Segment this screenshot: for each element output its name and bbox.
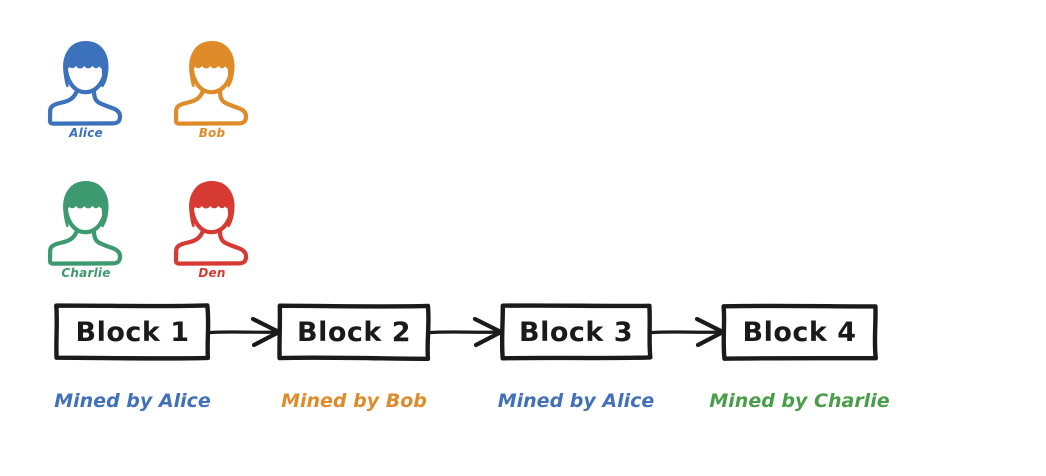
participant-charlie: Charlie (44, 174, 128, 286)
block-1[interactable]: Block 1 (57, 306, 208, 358)
block-label: Block 3 (519, 317, 633, 348)
block-caption-miner: Mined by Alice (27, 390, 238, 412)
participant-bob: Bob (170, 34, 254, 146)
participant-label: Alice (44, 126, 128, 140)
participant-label: Den (170, 266, 254, 280)
participant-label: Charlie (44, 266, 128, 280)
block-label: Block 2 (297, 317, 411, 348)
person-avatar-icon (44, 34, 128, 126)
block-caption-miner: Mined by Alice (472, 390, 680, 412)
block-2[interactable]: Block 2 (280, 306, 428, 358)
arrow-right-icon (650, 319, 723, 345)
block-label: Block 1 (75, 317, 189, 348)
arrow-right-icon (428, 319, 501, 345)
block-caption-miner: Mined by Charlie (694, 390, 905, 412)
participant-label: Bob (170, 126, 254, 140)
block-4[interactable]: Block 4 (724, 306, 875, 358)
block-label: Block 4 (742, 317, 856, 348)
person-avatar-icon (44, 174, 128, 266)
participant-den: Den (170, 174, 254, 286)
block-3[interactable]: Block 3 (502, 306, 650, 358)
person-avatar-icon (170, 34, 254, 126)
person-avatar-icon (170, 174, 254, 266)
block-caption-miner: Mined by Bob (250, 390, 458, 412)
participant-alice: Alice (44, 34, 128, 146)
arrow-right-icon (208, 319, 279, 345)
